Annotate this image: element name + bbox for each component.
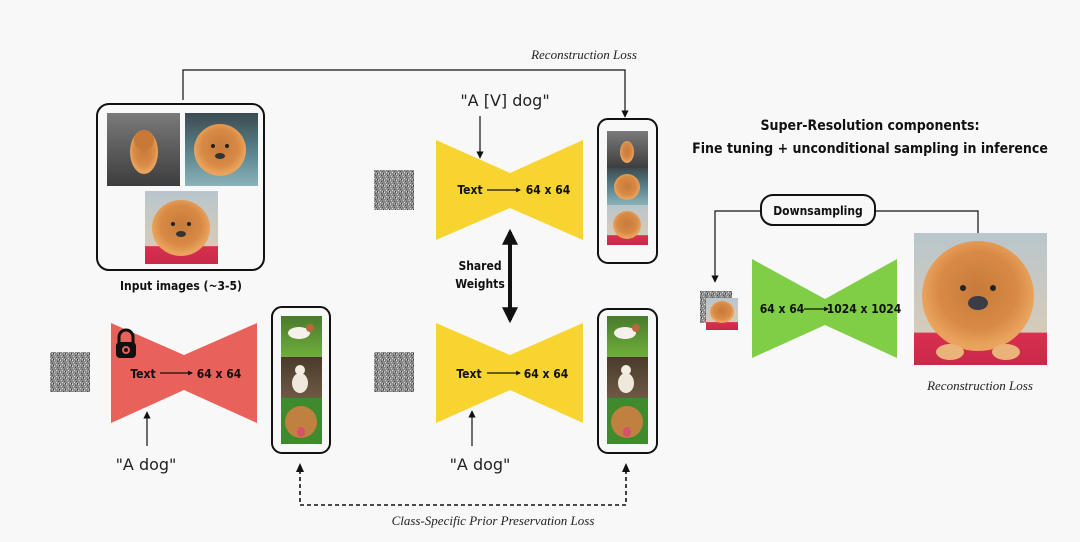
prompt-a-dog-frozen: "A dog": [116, 455, 177, 474]
input-image-chow-cushion: [145, 191, 218, 264]
prompt-a-v-dog: "A [V] dog": [460, 91, 549, 110]
frozen-output-dog-tongue: [281, 398, 322, 444]
input-images-caption: Input images (~3-5): [120, 279, 242, 293]
high-res-chow-output: [914, 233, 1047, 365]
frozen-model-output-label: 64 x 64: [197, 367, 242, 381]
frozen-output-dog-dirt: [281, 357, 322, 398]
input-image-chow-forest: [107, 113, 180, 186]
frozen-outputs-box: [271, 306, 331, 454]
model-bottom-input-label: Text: [456, 367, 481, 381]
shared-weights-label-2: Weights: [455, 277, 505, 291]
top-output-chow-forest: [607, 131, 648, 168]
top-reconstruction-loss-connector: [182, 69, 629, 118]
model-bottom-output-label: 64 x 64: [524, 367, 569, 381]
model-top-output-label: 64 x 64: [526, 183, 571, 197]
lock-icon: [116, 328, 136, 358]
prior-preservation-connector: [296, 463, 630, 506]
sr-input-label: 64 x 64: [760, 302, 805, 316]
sr-reconstruction-loss-label: Reconstruction Loss: [926, 378, 1033, 393]
input-image-chow-car: [185, 113, 258, 186]
noise-input-frozen: [50, 352, 90, 392]
shared-weights-label-1: Shared: [458, 259, 501, 273]
frozen-model-input-label: Text: [130, 367, 155, 381]
downsampling-connector: [711, 210, 979, 283]
top-reconstruction-loss-label: Reconstruction Loss: [530, 47, 637, 62]
bottom-outputs-box: [597, 308, 658, 454]
downsampling-box: [760, 194, 876, 226]
downsampled-input-stack: [700, 291, 738, 330]
model-top-input-label: Text: [457, 183, 482, 197]
top-output-chow-car: [607, 168, 648, 205]
prompt-a-dog-bottom: "A dog": [450, 455, 511, 474]
bottom-output-dog-dirt: [607, 357, 648, 398]
bottom-output-dog-tongue: [607, 398, 648, 444]
sr-output-label: 1024 x 1024: [827, 302, 902, 316]
bottom-output-dog-grass: [607, 316, 648, 357]
super-resolution-title-line1: Super-Resolution components:: [760, 118, 979, 134]
input-images-box: [96, 103, 265, 271]
noise-input-top: [374, 170, 414, 210]
prior-preservation-loss-label: Class-Specific Prior Preservation Loss: [392, 513, 595, 528]
super-resolution-title-line2: Fine tuning + unconditional sampling in …: [692, 141, 1048, 157]
top-output-chow-cushion: [607, 205, 648, 245]
downsampling-label: Downsampling: [773, 204, 863, 218]
frozen-output-dog-grass: [281, 316, 322, 357]
top-outputs-box: [597, 118, 658, 264]
noise-input-bottom: [374, 352, 414, 392]
